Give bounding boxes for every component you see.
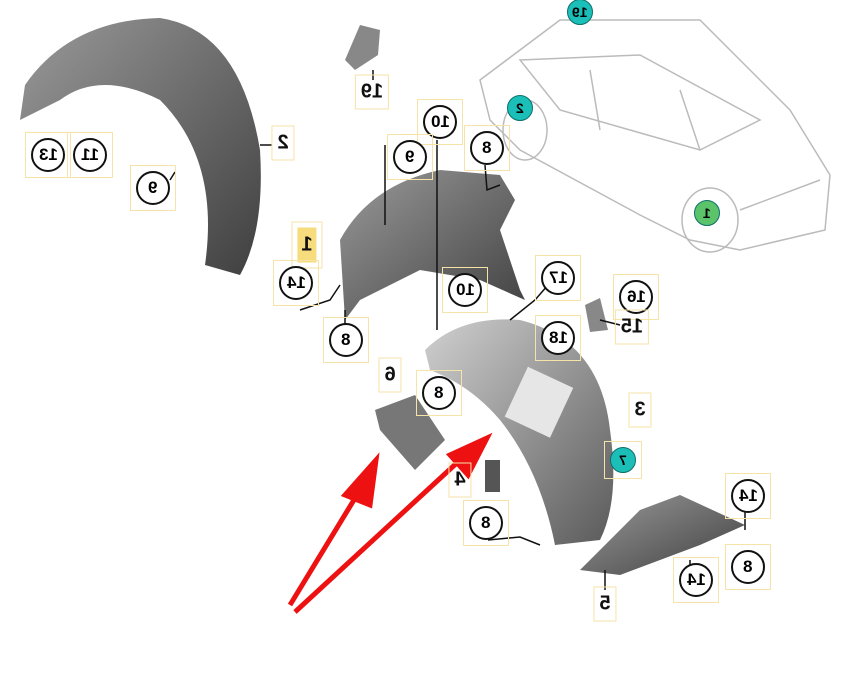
callout-number: 3 — [634, 398, 646, 421]
car-callout-2: 2 — [507, 95, 533, 121]
callout-number: 8 — [341, 330, 351, 349]
callout-9: 9 — [130, 165, 176, 211]
part-19-bracket — [345, 25, 380, 70]
callout-15: 15 — [614, 309, 650, 345]
car-callout-19: 19 — [567, 0, 593, 25]
callout-number: 19 — [572, 4, 588, 20]
callout-number: 1 — [703, 205, 711, 221]
callout-14: 14 — [725, 473, 771, 519]
part-5-cover — [580, 495, 745, 575]
callout-number: 11 — [81, 145, 99, 164]
callout-18: 18 — [535, 315, 581, 361]
callout-number: 10 — [430, 112, 450, 131]
callout-number: 17 — [548, 268, 568, 287]
callout-3: 3 — [628, 392, 652, 428]
callout-number: 19 — [360, 80, 384, 103]
callout-17: 17 — [535, 255, 581, 301]
callout-number: 5 — [599, 592, 611, 615]
callout-number: 7 — [619, 452, 627, 468]
callout-number: 6 — [384, 363, 396, 386]
callout-number: 18 — [548, 328, 568, 347]
car-outline — [479, 19, 831, 253]
callout-8: 8 — [725, 544, 771, 590]
callout-number: 14 — [738, 486, 758, 505]
callout-9: 9 — [387, 134, 433, 180]
callout-number: 13 — [38, 145, 58, 164]
callout-13: 13 — [25, 132, 71, 178]
callout-number: 8 — [481, 513, 491, 532]
callout-number: 16 — [626, 287, 646, 306]
part-4-clip — [485, 460, 500, 492]
callout-8: 8 — [464, 125, 510, 171]
part-1-liner — [340, 170, 525, 320]
callout-8: 8 — [323, 317, 369, 363]
callout-1: 1 — [291, 221, 323, 269]
part-2-rear-liner — [20, 18, 261, 275]
callout-6: 6 — [378, 357, 402, 393]
callout-7: 7 — [604, 441, 642, 479]
callout-10: 10 — [417, 99, 463, 145]
callout-number: 14 — [286, 273, 306, 292]
callout-number: 10 — [455, 280, 475, 299]
callout-number: 8 — [482, 138, 492, 157]
red-arrows — [287, 432, 493, 614]
callout-number: 1 — [301, 233, 313, 256]
callout-5: 5 — [593, 586, 617, 622]
callout-number: 14 — [686, 570, 706, 589]
callout-number: 4 — [454, 468, 466, 491]
callout-number: 2 — [516, 100, 524, 116]
callout-number: 9 — [405, 147, 415, 166]
callout-2: 2 — [271, 125, 295, 161]
callout-number: 9 — [148, 178, 158, 197]
callout-8: 8 — [463, 500, 509, 546]
car-callout-1: 1 — [694, 200, 720, 226]
part-16-clip — [585, 298, 608, 332]
part-6-panel — [375, 395, 445, 470]
callout-number: 15 — [620, 315, 644, 338]
callout-14: 14 — [673, 557, 719, 603]
callout-8: 8 — [416, 370, 462, 416]
callout-number: 8 — [434, 383, 444, 402]
callout-10: 10 — [442, 267, 488, 313]
callout-11: 11 — [67, 132, 113, 178]
part-3-liner — [425, 319, 614, 545]
callout-16: 16 — [613, 274, 659, 320]
part-3-opening — [504, 366, 574, 438]
callout-number: 2 — [277, 131, 289, 154]
callout-4: 4 — [448, 462, 472, 498]
callout-14: 14 — [273, 260, 319, 306]
callout-number: 8 — [743, 557, 753, 576]
callout-19: 19 — [354, 74, 390, 110]
